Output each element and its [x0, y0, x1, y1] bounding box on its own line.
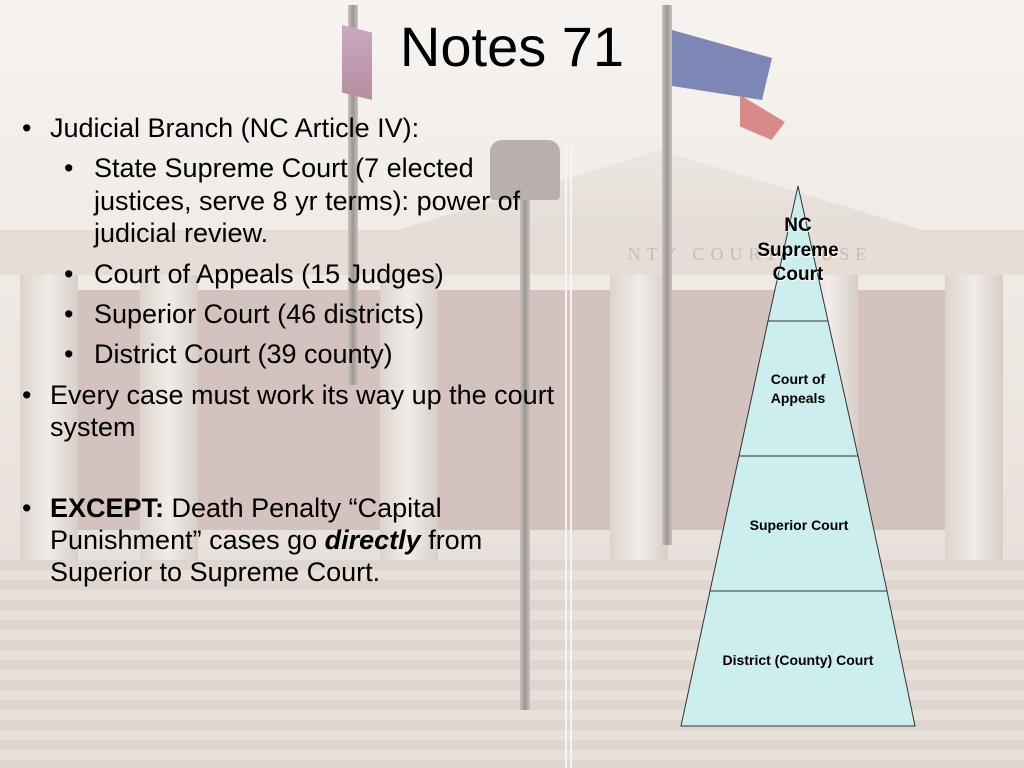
- bullet-text: Every case must work its way up the cour…: [50, 379, 555, 443]
- label-line: Appeals: [770, 389, 826, 406]
- bullet-text: Court of Appeals (15 Judges): [94, 258, 444, 289]
- except-text-start: Death Penalty “Capital Punishment” cases…: [50, 492, 442, 555]
- bullet-every-case: Every case must work its way up the cour…: [22, 379, 562, 444]
- bullet-district-court: District Court (39 county): [22, 338, 562, 371]
- label-line: Supreme: [757, 239, 839, 261]
- label-nc-supreme-court: NC Supreme Court: [728, 214, 868, 288]
- label-line: Court: [772, 264, 824, 286]
- bullet-text: Judicial Branch (NC Article IV):: [50, 113, 420, 143]
- label-line: Court of: [770, 371, 826, 387]
- bullet-text: State Supreme Court (7 elected justices,…: [94, 153, 521, 249]
- bullet-superior-court: Superior Court (46 districts): [22, 298, 562, 331]
- bullet-court-of-appeals: Court of Appeals (15 Judges): [22, 258, 562, 291]
- bullet-judicial-branch: Judicial Branch (NC Article IV):: [22, 112, 562, 145]
- bullet-text: Superior Court (46 districts): [94, 298, 425, 329]
- except-label: EXCEPT:: [50, 492, 165, 523]
- pyramid-level-district: [680, 590, 916, 727]
- label-district-court: District (County) Court: [690, 651, 906, 670]
- bullet-text: District Court (39 county): [94, 339, 393, 370]
- label-line: NC: [784, 215, 812, 236]
- label-superior-court: Superior Court: [708, 516, 890, 535]
- label-line: Superior Court: [749, 517, 849, 533]
- label-court-of-appeals: Court of Appeals: [728, 370, 868, 408]
- bullet-list: Judicial Branch (NC Article IV): State S…: [22, 112, 562, 589]
- bullet-supreme-court: State Supreme Court (7 elected justices,…: [22, 152, 562, 249]
- except-text-end: from Superior to Supreme Court.: [50, 524, 483, 588]
- directly-emphasis: directly: [324, 524, 421, 555]
- bullet-except: EXCEPT: Death Penalty “Capital Punishmen…: [22, 492, 562, 589]
- slide-title: Notes 71: [399, 15, 625, 78]
- label-line: District (County) Court: [722, 652, 874, 668]
